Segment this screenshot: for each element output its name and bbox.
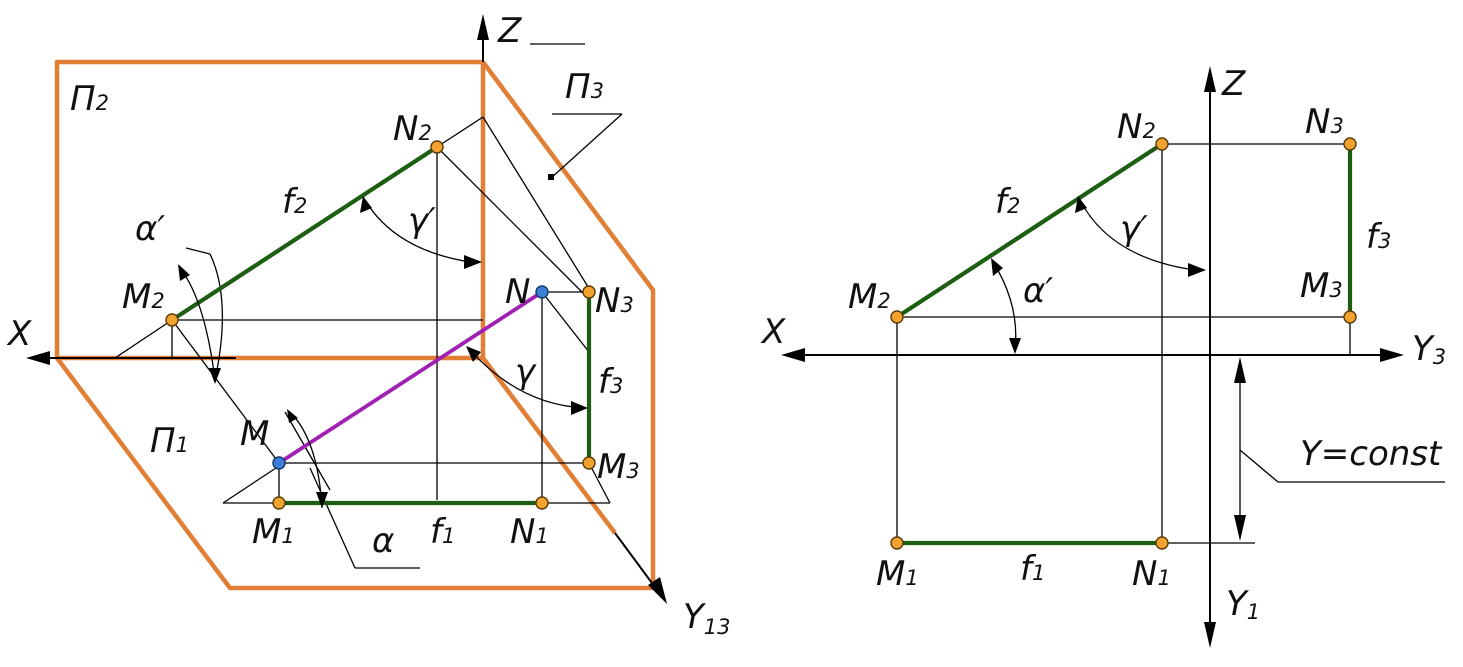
left-figure: П2 П3 П1 X Z Y13 N2 M2 N M N3 M3 M1 N1 f… (6, 11, 731, 639)
axis-x-label: X (6, 314, 32, 354)
projection-planes (54, 59, 656, 591)
arc-gamma (469, 349, 586, 409)
axis-y13-label: Y13 (683, 597, 731, 639)
epure-axis-y3-label: Y3 (1412, 329, 1446, 369)
point-m2 (165, 313, 179, 327)
epure-point-m3 (1343, 310, 1357, 324)
angle-gamma-prime-label: γ′ (408, 201, 436, 241)
epure-label-f3: f3 (1366, 217, 1391, 257)
label-n1: N1 (510, 512, 549, 552)
plane-p2-frame (54, 59, 483, 361)
axis-z-arrow (477, 14, 489, 40)
epure-label-n3: N3 (1305, 102, 1344, 142)
label-f1: f1 (430, 512, 455, 552)
epure-axis-x-arrow (781, 348, 805, 362)
label-n3: N3 (595, 281, 634, 321)
angle-alpha-label: α (372, 521, 394, 561)
plane-p3-frame (481, 60, 656, 588)
epure-label-m1: M1 (876, 554, 919, 594)
axis-y13-plane-edge (481, 356, 617, 535)
epure-label-m2: M2 (848, 277, 891, 317)
space-line-mn (277, 290, 544, 465)
label-n2: N2 (393, 109, 432, 149)
axes-epure (781, 66, 1404, 648)
angle-alpha-prime-label: α′ (135, 209, 165, 249)
epure-angle-alpha-prime-label: α′ (1023, 271, 1053, 311)
plane-p3-label: П3 (565, 67, 604, 107)
epure-construction-lines (896, 143, 1445, 544)
epure-arc-alpha-prime (992, 261, 1017, 351)
frontal-projection-f2 (169, 144, 440, 323)
dimension-y-const (1234, 357, 1246, 541)
plane-p1-frame (55, 356, 653, 591)
epure-angle-gamma-prime-label: γ′ (1120, 209, 1148, 249)
epure-axis-y3-arrow (1380, 348, 1404, 362)
epure-label-n1: N1 (1132, 554, 1171, 594)
axis-z-label: Z (497, 11, 522, 51)
axis-x-arrow (26, 351, 50, 365)
epure-label-m3: M3 (1300, 266, 1343, 306)
epure-arc-gamma-prime (1079, 199, 1196, 271)
plane-p3-leader-dot (548, 174, 554, 180)
epure-angle-arcs (991, 196, 1206, 354)
label-m3: M3 (597, 447, 640, 487)
epure-label-n2: N2 (1117, 107, 1156, 147)
epure-point-n2 (1155, 137, 1169, 151)
point-n2 (430, 140, 444, 154)
point-n3 (582, 285, 596, 299)
epure-axis-x-label: X (760, 312, 786, 352)
angle-arcs-left (178, 196, 588, 509)
epure-axis-y1-label: Y1 (1226, 584, 1260, 624)
label-n: N (505, 272, 530, 312)
point-n1 (535, 496, 549, 510)
point-m3 (582, 456, 596, 470)
epure-frontal-projection-f2 (894, 141, 1165, 320)
epure-axis-y1-arrow (1204, 622, 1216, 648)
arc-alpha-prime (179, 267, 216, 381)
axes-3d (26, 14, 667, 604)
plane-p2-label: П2 (70, 79, 109, 119)
point-n (535, 285, 549, 299)
right-figure: X Z Y3 Y1 N2 N3 M2 M3 M1 N1 f2 f3 f1 γ′ … (760, 64, 1446, 648)
y-const-note: Y=const (1300, 434, 1443, 474)
epure-axis-z-arrow (1204, 66, 1216, 92)
arc-gamma-prime (364, 199, 471, 263)
epure-label-f1: f1 (1020, 549, 1045, 589)
epure-point-m1 (890, 536, 904, 550)
epure-point-m2 (890, 310, 904, 324)
epure-point-n1 (1155, 536, 1169, 550)
point-m1 (272, 496, 286, 510)
angle-gamma-label: γ (515, 352, 537, 392)
epure-axis-z-label: Z (1221, 64, 1246, 104)
label-m1: M1 (252, 512, 295, 552)
axis-y13-arrow (648, 577, 667, 604)
label-m: M (240, 414, 269, 454)
point-m (272, 456, 286, 470)
epure-point-n3 (1343, 137, 1357, 151)
label-m2: M2 (122, 277, 165, 317)
label-f3: f3 (598, 362, 623, 402)
epure-label-f2: f2 (995, 182, 1020, 222)
label-f2: f2 (282, 182, 307, 222)
plane-p1-label: П1 (150, 421, 189, 461)
